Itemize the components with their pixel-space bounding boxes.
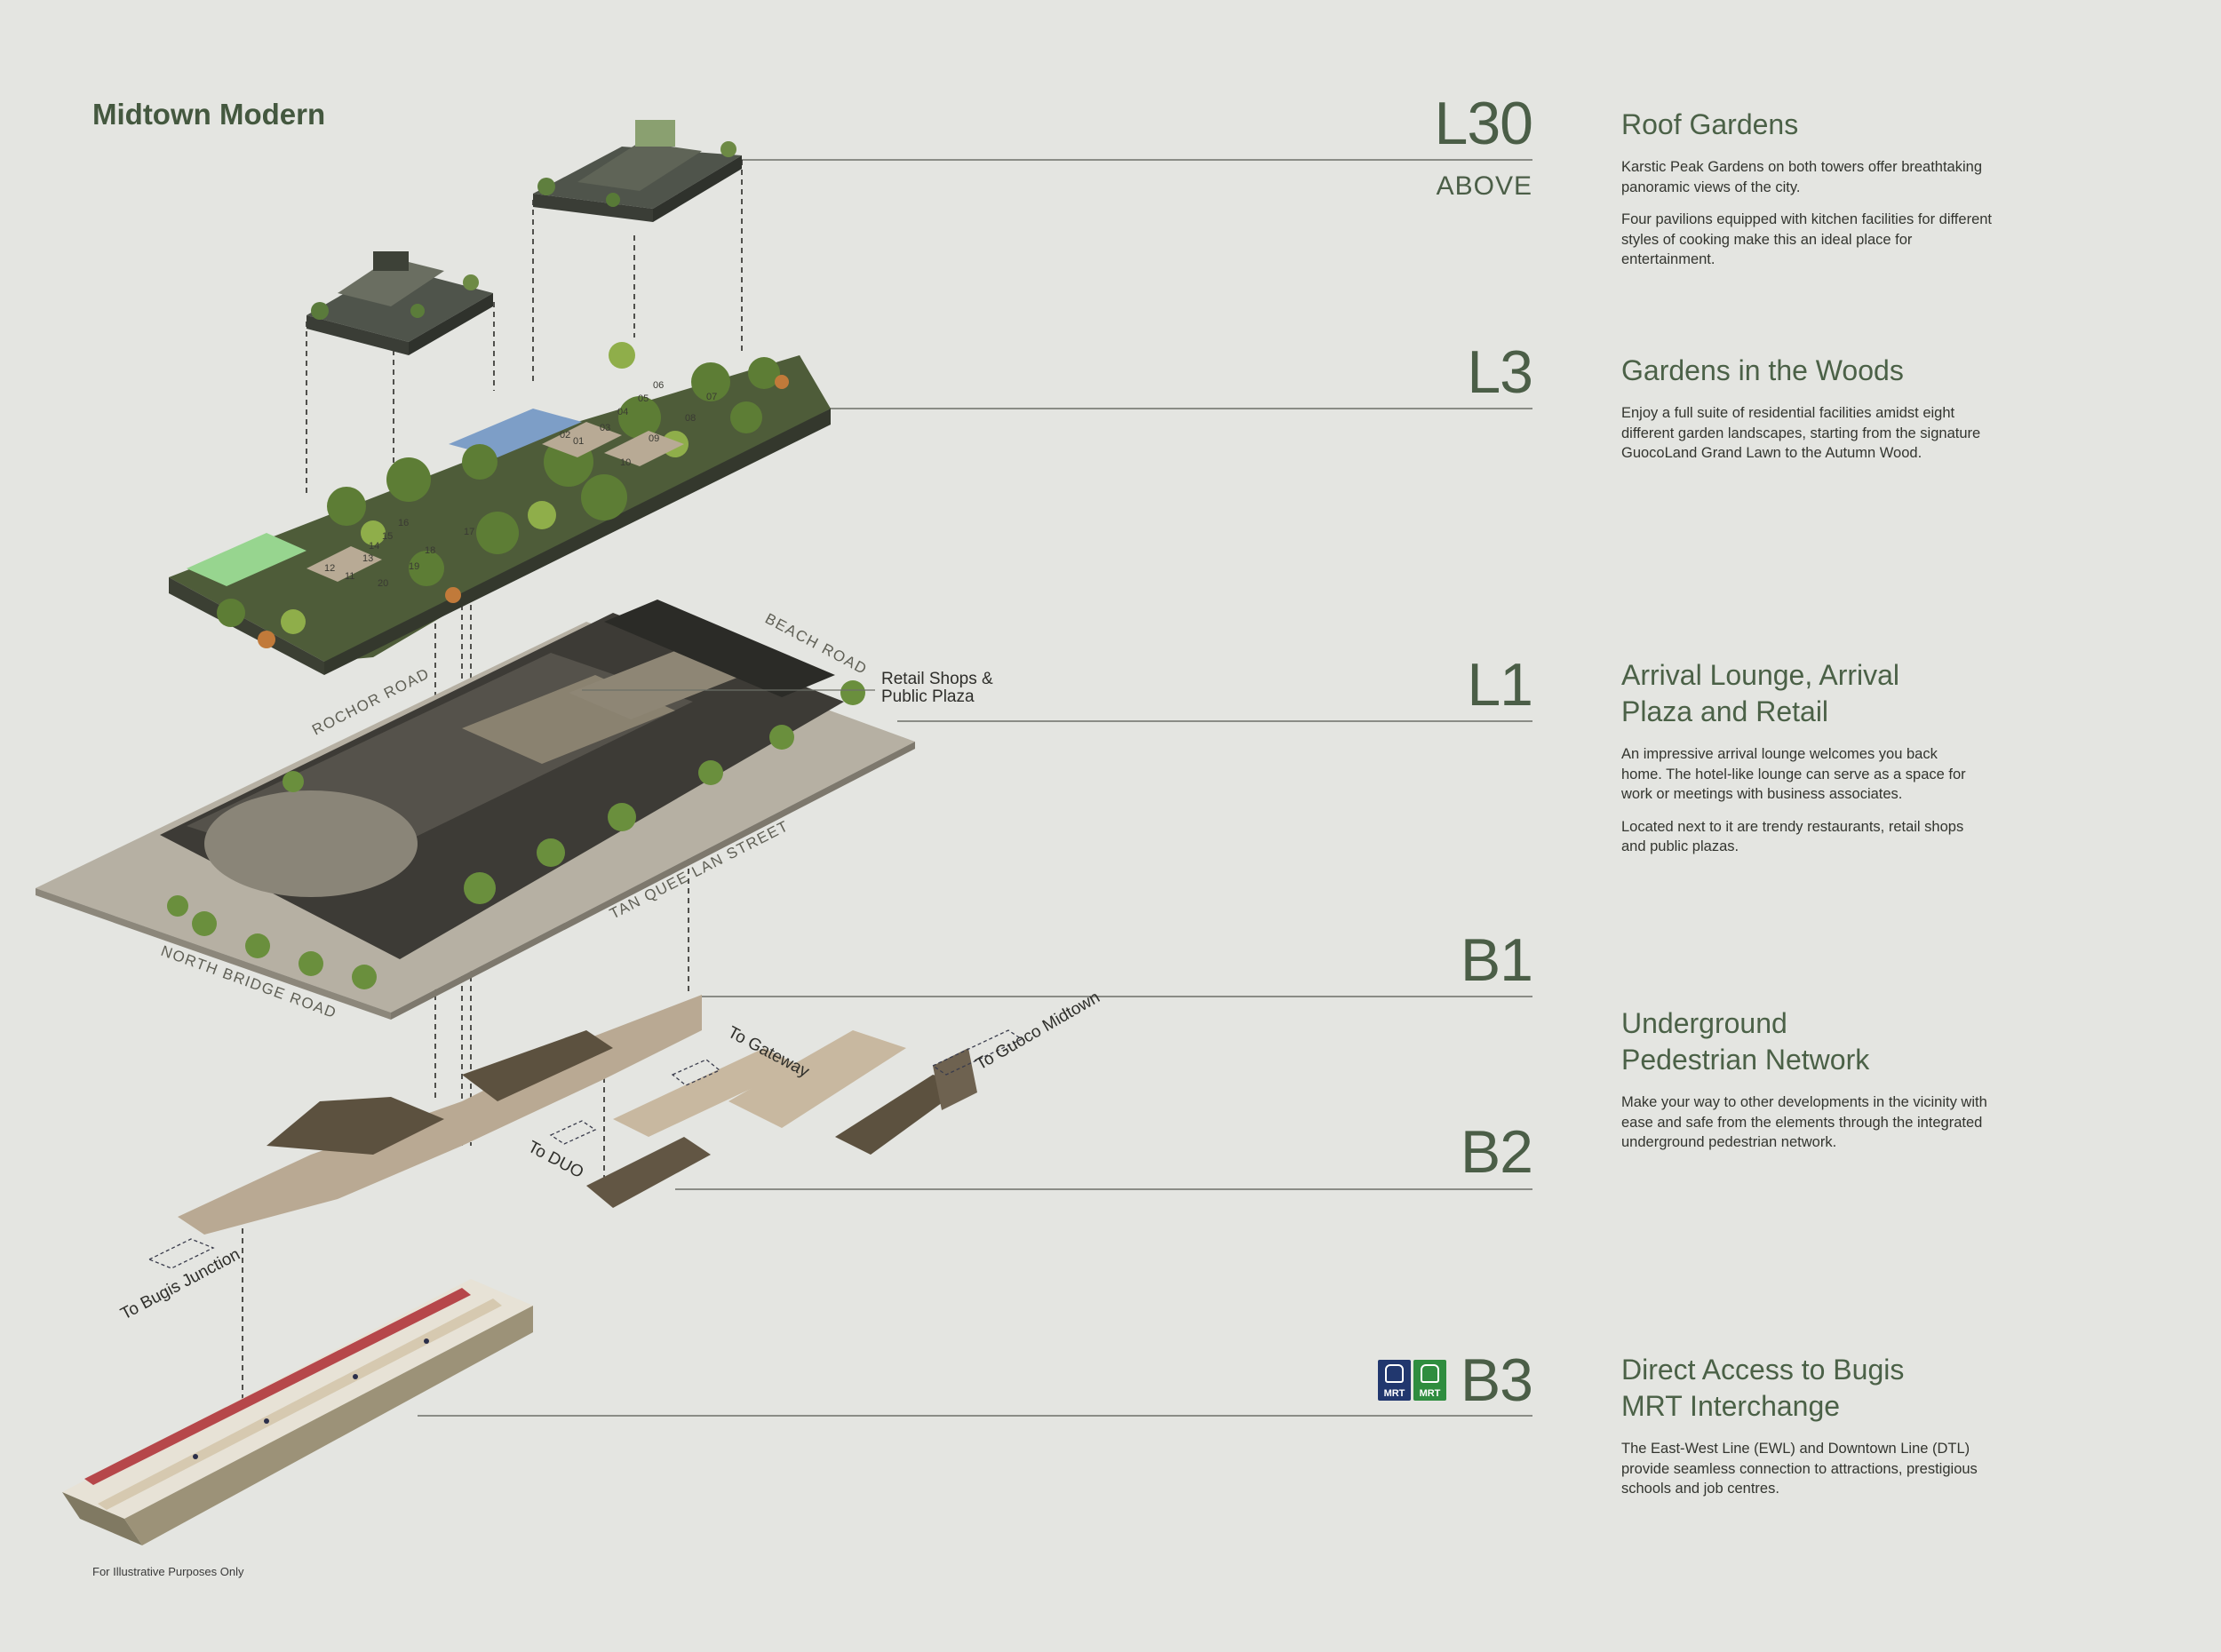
mrt-badges: MRT MRT [1378,1360,1446,1401]
retail-callout: Retail Shops & Public Plaza [582,670,993,706]
svg-text:02: 02 [560,430,570,441]
svg-text:04: 04 [617,407,628,417]
info-roof-gardens: Roof Gardens Karstic Peak Gardens on bot… [1621,107,1994,282]
route-duo: To DUO [525,1138,587,1182]
brand-title: Midtown Modern [92,98,326,131]
level-code-b1: B1 [1460,926,1533,994]
level-code-b2: B2 [1460,1118,1533,1186]
info-title: Underground Pedestrian Network [1621,1007,1870,1076]
svg-text:08: 08 [685,413,696,424]
route-guoco-midtown: To Guoco Midtown [973,988,1103,1074]
svg-text:11: 11 [345,571,354,582]
info-gardens-woods: Gardens in the Woods Enjoy a full suite … [1621,353,1994,476]
underground-network: To Gateway To Guoco Midtown To DUO To Bu… [117,988,1103,1323]
info-title: Roof Gardens [1621,108,1799,140]
level-code-l30: L30 [1434,90,1533,157]
level-code-l1: L1 [1467,651,1533,719]
svg-text:Public Plaza: Public Plaza [881,687,975,706]
garden-deck-l3: 02 01 03 04 05 06 07 08 09 10 11 12 13 1… [169,342,831,675]
leader-lines [418,159,1532,1417]
svg-text:03: 03 [600,423,610,433]
svg-text:05: 05 [638,393,649,404]
mrt-ewl-icon: MRT [1378,1360,1411,1401]
mrt-platform-b3 [62,1279,533,1545]
info-paragraph: Karstic Peak Gardens on both towers offe… [1621,159,1983,195]
ground-level-l1: ROCHOR ROAD BEACH ROAD TAN QUEE LAN STRE… [36,600,993,1021]
svg-text:19: 19 [409,561,419,572]
info-mrt: Direct Access to Bugis MRT Interchange T… [1621,1352,1994,1512]
svg-text:14: 14 [369,541,379,552]
route-bugis-junction: To Bugis Junction [117,1245,243,1323]
info-paragraph: The East-West Line (EWL) and Downtown Li… [1621,1441,1978,1497]
roof-tower-left [306,251,493,355]
svg-text:15: 15 [382,531,393,542]
svg-text:06: 06 [653,380,664,391]
svg-text:09: 09 [649,433,659,444]
info-paragraph: An impressive arrival lounge welcomes yo… [1621,746,1966,802]
info-arrival-lounge: Arrival Lounge, Arrival Plaza and Retail… [1621,657,1972,870]
svg-text:Retail Shops &: Retail Shops & [881,670,993,688]
level-code-l3: L3 [1467,338,1533,406]
info-paragraph: Four pavilions equipped with kitchen fac… [1621,211,1993,267]
svg-text:20: 20 [378,578,388,589]
svg-text:10: 10 [620,457,631,468]
svg-text:18: 18 [425,545,435,556]
svg-text:16: 16 [398,518,409,528]
svg-text:07: 07 [706,392,717,402]
unit-number-markers: 02 01 03 04 05 06 07 08 09 10 11 12 13 1… [324,380,717,589]
svg-text:13: 13 [362,553,373,564]
level-sub-above: ABOVE [1436,171,1532,201]
mrt-dtl-icon: MRT [1413,1360,1446,1401]
info-title: Arrival Lounge, Arrival Plaza and Retail [1621,659,1900,727]
info-title: Gardens in the Woods [1621,354,1904,386]
info-paragraph: Make your way to other developments in t… [1621,1094,1987,1150]
svg-text:12: 12 [324,563,335,574]
info-paragraph: Enjoy a full suite of residential facili… [1621,405,1981,461]
svg-text:01: 01 [573,436,584,447]
roof-tower-right [533,120,742,222]
info-paragraph: Located next to it are trendy restaurant… [1621,818,1964,855]
info-title: Direct Access to Bugis MRT Interchange [1621,1354,1905,1422]
disclaimer: For Illustrative Purposes Only [92,1565,244,1578]
svg-text:17: 17 [464,527,474,537]
level-code-b3: B3 [1460,1346,1533,1414]
info-underground: Underground Pedestrian Network Make your… [1621,1005,1994,1165]
